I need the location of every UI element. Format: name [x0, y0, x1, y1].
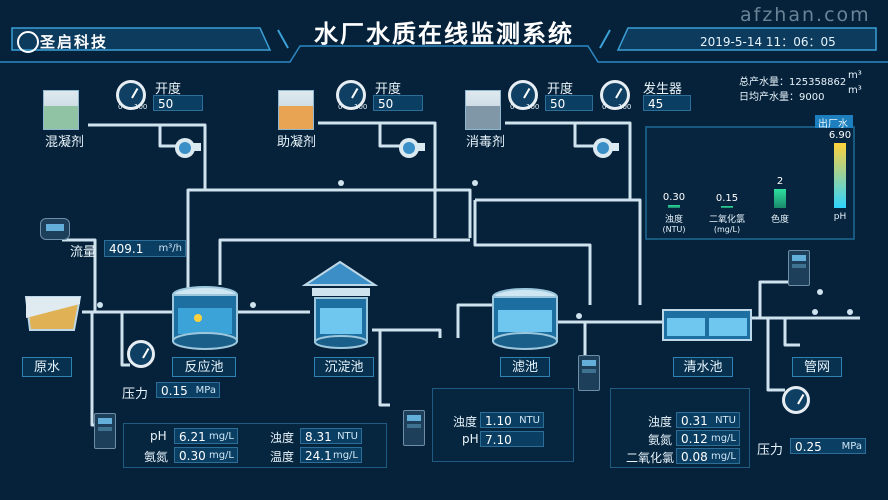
- coagulant-tank-icon: [43, 90, 79, 130]
- coagulant-opening-value: 50: [153, 95, 203, 111]
- coagulant-aid-tank-icon: [278, 90, 314, 130]
- stage-filter-tank[interactable]: 滤池: [500, 357, 550, 377]
- filter-turbidity-label: 浊度: [453, 415, 478, 429]
- datetime: 2019-5-14 11：06：05: [700, 35, 836, 49]
- coagulant-aid-pump-icon: [399, 138, 425, 158]
- stage-reaction-tank[interactable]: 反应池: [172, 357, 236, 377]
- network-pressure-label: 压力: [757, 443, 784, 458]
- generator-value: 45: [643, 95, 691, 111]
- disinfectant-gauge-min: 0: [510, 103, 515, 111]
- coagulant-aid-opening-label: 开度: [375, 82, 402, 97]
- page-title: 水厂水质在线监测系统: [314, 20, 574, 48]
- sedimentation-tank-shape: [301, 260, 379, 349]
- disinfectant-tank-icon: [465, 90, 501, 130]
- chart-value-label: 6.90: [828, 129, 852, 141]
- reaction-temperature-label: 温度: [270, 450, 295, 464]
- reaction-analyzer-icon: [94, 413, 116, 449]
- stage-clear-water-tank[interactable]: 清水池: [673, 357, 733, 377]
- reaction-tank-shape: [172, 286, 238, 350]
- chart-title: 出厂水: [818, 119, 848, 130]
- network-analyzer-icon: [788, 250, 810, 286]
- disinfectant-pump-icon: [593, 138, 619, 158]
- disinfectant-gauge-icon: [508, 80, 538, 110]
- chart-category-label: 浊度: [664, 215, 683, 225]
- clear-chlorine-dioxide-label: 二氧化氯: [626, 451, 675, 465]
- generator-gauge-max: 100: [618, 103, 632, 111]
- watermark: afzhan.com: [740, 4, 871, 26]
- chart-bar: [834, 142, 846, 208]
- chart-category-label: 二氧化氯: [708, 215, 745, 225]
- chart-bar: [721, 206, 733, 208]
- daily-production: 日均产水量：9000: [739, 92, 825, 103]
- coagulant-gauge-min: 0: [118, 103, 123, 111]
- stage-sedimentation-tank[interactable]: 沉淀池: [314, 357, 374, 377]
- coagulant-aid-gauge-min: 0: [338, 103, 343, 111]
- brand-name: 圣启科技: [40, 33, 109, 51]
- stage-raw-water[interactable]: 原水: [22, 357, 72, 377]
- generator-label: 发生器: [643, 82, 683, 97]
- total-unit: m³: [848, 70, 862, 81]
- coagulant-opening-label: 开度: [155, 82, 182, 97]
- chart-category-label: pH: [833, 212, 847, 222]
- network-pressure-gauge-icon: [782, 386, 810, 414]
- stage-pipe-network[interactable]: 管网: [792, 357, 842, 377]
- filter-tank-shape: [492, 288, 558, 350]
- chart-category-unit: (mg/L): [713, 225, 741, 234]
- coagulant-gauge-max: 100: [134, 103, 148, 111]
- chart-bar: [774, 189, 786, 208]
- coagulant-gauge-icon: [116, 80, 146, 110]
- clear-analyzer-icon: [578, 355, 600, 391]
- reaction-turbidity-label: 浊度: [270, 431, 295, 445]
- disinfectant-opening-label: 开度: [547, 82, 574, 97]
- disinfectant-label: 消毒剂: [466, 135, 506, 150]
- chart-value-label: 0.15: [715, 193, 739, 204]
- chart-value-label: 0.30: [662, 192, 686, 204]
- coagulant-aid-label: 助凝剂: [277, 135, 317, 150]
- brand-logo-icon: [17, 31, 39, 53]
- coagulant-aid-gauge-max: 100: [354, 103, 368, 111]
- coagulant-aid-opening-value: 50: [373, 95, 423, 111]
- disinfectant-opening-value: 50: [545, 95, 593, 111]
- clear-turbidity-label: 浊度: [648, 415, 673, 429]
- reaction-ammonia-label: 氨氮: [144, 450, 169, 464]
- generator-gauge-icon: [600, 80, 630, 110]
- flow-meter-icon: [40, 218, 70, 240]
- raw-pressure-gauge-icon: [127, 340, 155, 368]
- generator-gauge-min: 0: [602, 103, 607, 111]
- filter-ph-label: pH: [462, 432, 479, 446]
- filter-ph-value: 7.10: [480, 431, 544, 447]
- total-production: 总产水量：125358862: [739, 77, 847, 88]
- clear-ammonia-label: 氨氮: [648, 433, 673, 447]
- coagulant-label: 混凝剂: [45, 135, 85, 150]
- chart-bar: [668, 205, 680, 208]
- chart-category-label: 色度: [770, 215, 789, 225]
- clear-water-tank-shape: [662, 309, 752, 341]
- raw-pressure-label: 压力: [122, 387, 149, 402]
- reaction-ph-label: pH: [150, 429, 167, 443]
- chart-value-label: 2: [776, 176, 784, 188]
- coagulant-pump-icon: [175, 138, 201, 158]
- chart-category-unit: (NTU): [662, 225, 686, 234]
- daily-unit: m³: [848, 85, 862, 96]
- disinfectant-gauge-max: 100: [526, 103, 540, 111]
- flow-label: 流量: [70, 245, 97, 260]
- coagulant-aid-gauge-icon: [336, 80, 366, 110]
- filter-analyzer-icon: [403, 410, 425, 446]
